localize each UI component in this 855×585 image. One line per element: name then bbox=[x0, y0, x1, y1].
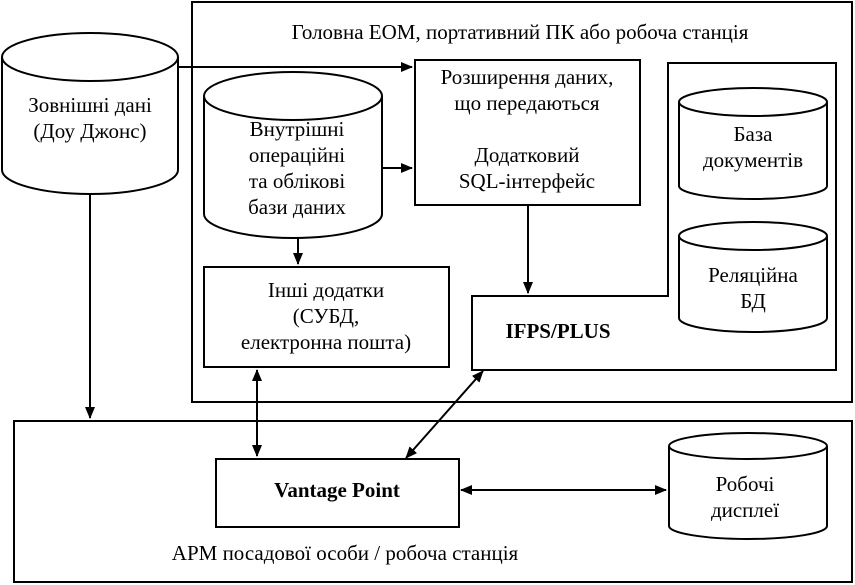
internal-db-label-1: Внутрішні bbox=[250, 117, 345, 141]
relational-db-label-1: Реляційна bbox=[708, 263, 798, 287]
extensions-label-2: що передаються bbox=[454, 91, 600, 115]
extensions-label-3: Додатковий bbox=[475, 143, 580, 167]
arrow-ifps-vantage bbox=[405, 370, 484, 459]
documents-db-label-2: документів bbox=[703, 148, 803, 172]
documents-db-label-1: База bbox=[734, 122, 774, 146]
extensions-label-4: SQL-інтерфейс bbox=[459, 169, 595, 193]
workstation-title: АРМ посадової особи / робоча станція bbox=[172, 541, 519, 565]
displays-label-1: Робочі bbox=[716, 472, 775, 496]
displays-cylinder: Робочі дисплеї bbox=[668, 432, 828, 540]
extensions-label-1: Розширення даних, bbox=[441, 65, 614, 89]
main-computer-title: Головна ЕОМ, портативний ПК або робоча с… bbox=[292, 20, 749, 44]
ifps-plus-label: IFPS/PLUS bbox=[505, 319, 610, 343]
vantage-point-label: Vantage Point bbox=[274, 478, 400, 502]
other-apps-label-2: (СУБД, bbox=[293, 304, 359, 328]
external-data-label-2: (Доу Джонс) bbox=[33, 119, 146, 143]
internal-db-cylinder: Внутрішні операційні та облікові бази да… bbox=[203, 71, 383, 239]
external-data-label-1: Зовнішні дані bbox=[28, 93, 152, 117]
other-apps-label-3: електронна пошта) bbox=[241, 330, 411, 354]
extensions-box: Розширення даних, що передаються Додатко… bbox=[414, 59, 641, 206]
vantage-point-box: Vantage Point bbox=[215, 458, 460, 528]
relational-db-label-2: БД bbox=[740, 289, 766, 313]
other-apps-box: Інші додатки (СУБД, електронна пошта) bbox=[203, 266, 450, 368]
internal-db-label-2: операційні bbox=[249, 143, 345, 167]
external-data-cylinder: Зовнішні дані (Доу Джонс) bbox=[1, 32, 179, 195]
displays-label-2: дисплеї bbox=[711, 498, 779, 522]
internal-db-label-3: та облікові bbox=[249, 169, 346, 193]
internal-db-label-4: бази даних bbox=[248, 195, 346, 219]
relational-db-cylinder: Реляційна БД bbox=[678, 221, 828, 333]
documents-db-cylinder: База документів bbox=[678, 87, 828, 200]
other-apps-label-1: Інші додатки bbox=[268, 278, 384, 302]
